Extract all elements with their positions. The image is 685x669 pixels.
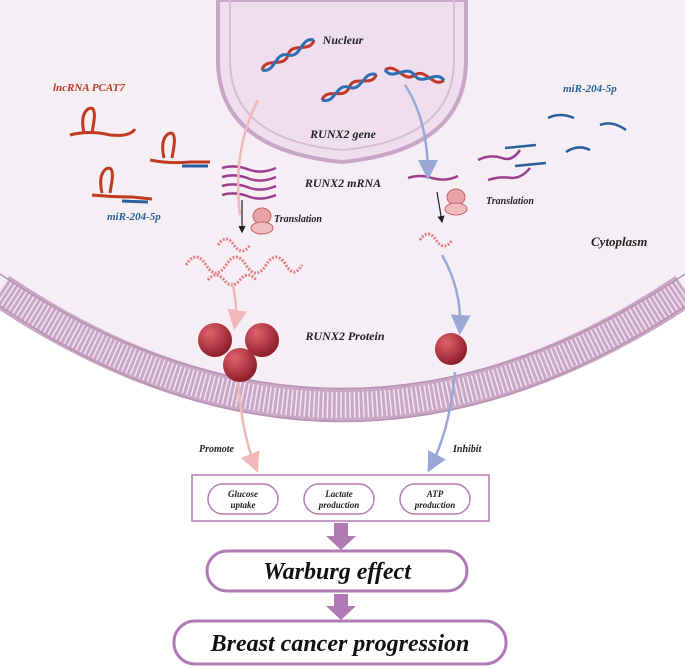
breast-cancer-progression-label: Breast cancer progression [210, 631, 470, 657]
lncrna-label: lncRNA PCAT7 [53, 82, 125, 94]
translation-label-left: Translation [274, 214, 322, 225]
down-arrow-icon [326, 523, 356, 550]
promote-label: Promote [199, 444, 235, 455]
process-line2: production [318, 500, 360, 510]
lncrna-hairpin-icon [69, 106, 137, 137]
process-line2: uptake [230, 500, 255, 510]
translation-arrow [238, 191, 445, 234]
nucleus-label: Nucleur [322, 33, 364, 47]
lncrna-hairpin-icon [149, 131, 210, 168]
breast-cancer-progression-box: Breast cancer progression [172, 619, 508, 666]
dna-icon [383, 66, 446, 84]
mrna-label: RUNX2 mRNA [304, 176, 381, 190]
process-lactate-production: Lactate production [303, 483, 375, 515]
gene-label: RUNX2 gene [309, 127, 376, 141]
cell-cytoplasm [0, 0, 685, 405]
dna-icon [260, 38, 316, 72]
promote-pathway-arrow [227, 99, 260, 473]
runx2-protein-ball [198, 323, 279, 382]
process-atp-production: ATP production [399, 483, 471, 515]
process-glucose-uptake: Glucose uptake [207, 483, 279, 515]
mrna-strands-left [221, 165, 277, 200]
process-line1: Lactate [324, 489, 353, 499]
mirna-label-left: miR-204-5p [107, 211, 161, 223]
nucleus [216, 0, 468, 165]
inhibit-pathway-arrow [403, 84, 471, 473]
dna-icon [320, 72, 378, 103]
lncrna-hairpin-icon [91, 166, 153, 204]
metabolic-process-box: Glucose uptake Lactate production ATP pr… [191, 474, 490, 522]
inhibit-label: Inhibit [452, 444, 483, 455]
cell-membrane [0, 273, 685, 423]
ribosome-icon [250, 207, 274, 235]
down-arrow-icon [326, 594, 356, 620]
warburg-effect-box: Warburg effect [205, 549, 469, 593]
cytoplasm-label: Cytoplasm [591, 234, 647, 249]
mirna-label-right: miR-204-5p [563, 83, 617, 95]
warburg-effect-label: Warburg effect [263, 559, 412, 585]
process-line2: production [414, 500, 456, 510]
protein-label: RUNX2 Protein [304, 329, 384, 343]
ribosome-icon [444, 188, 468, 216]
runx2-protein-ball [435, 333, 467, 365]
process-line1: Glucose [228, 489, 258, 499]
translation-label-right: Translation [486, 196, 534, 207]
mirna-fragment-icon [547, 113, 627, 154]
process-line1: ATP [426, 489, 444, 499]
